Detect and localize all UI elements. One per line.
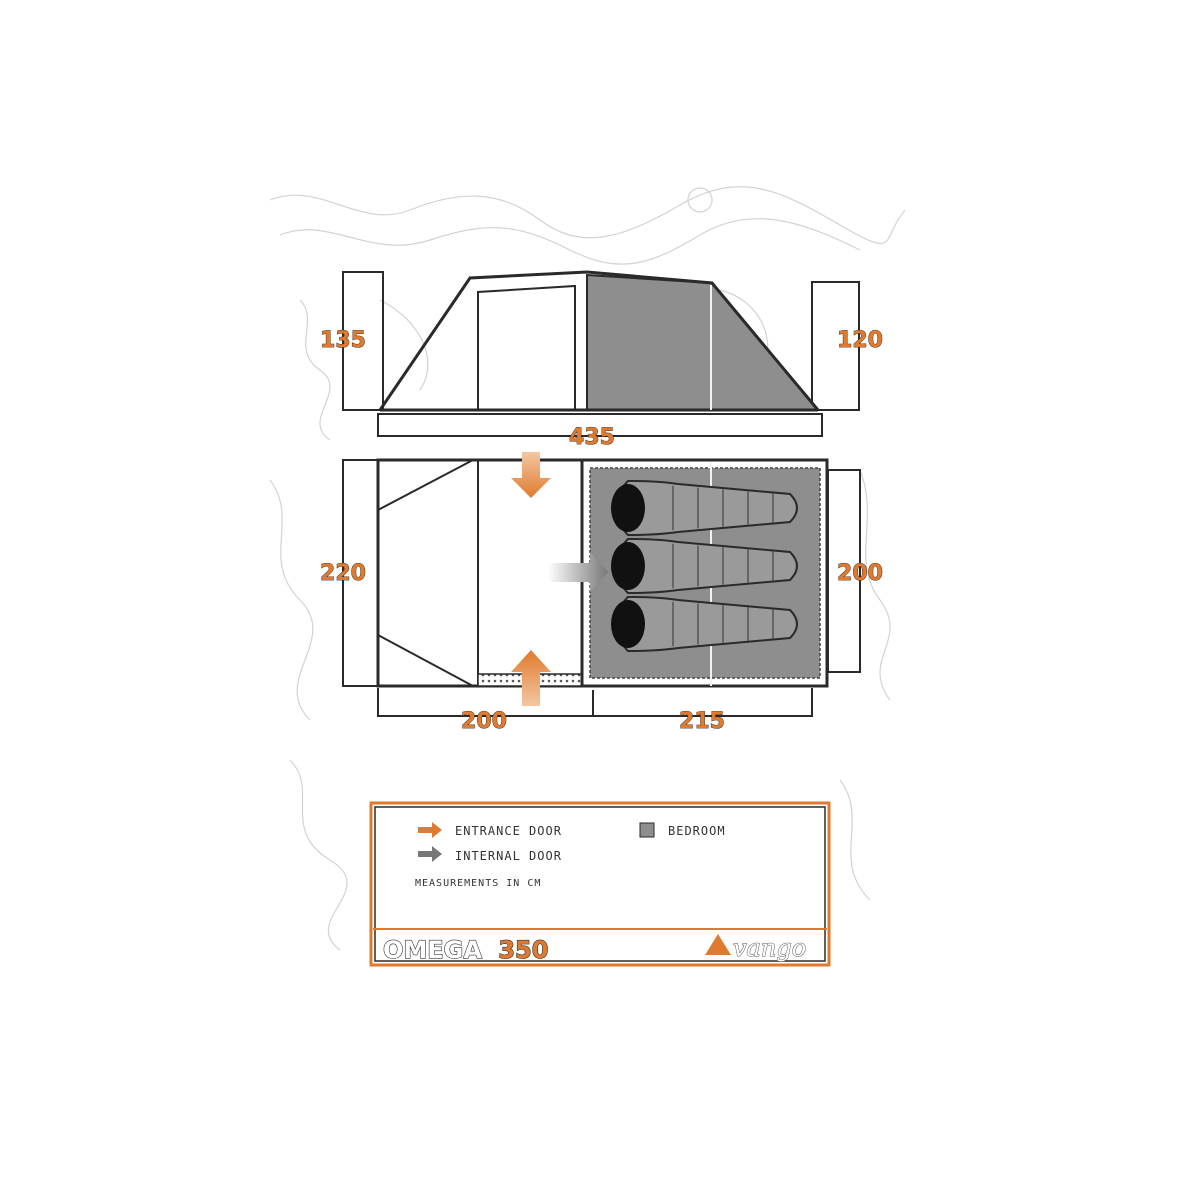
width-left-label: 220 xyxy=(320,561,366,586)
sleeping-bags xyxy=(611,479,798,653)
measurements-note: MEASUREMENTS IN CM xyxy=(415,878,541,889)
sleeping-bag-head xyxy=(611,600,645,648)
vango-logo-icon xyxy=(705,934,731,955)
height-left-label: 135 xyxy=(320,328,366,353)
side-tent-outline xyxy=(378,270,820,411)
legend-box: ENTRANCE DOOR INTERNAL DOOR MEASUREMENTS… xyxy=(369,801,831,967)
internal-door-legend-icon xyxy=(418,846,442,862)
porch-outline xyxy=(377,459,474,687)
plan-view: 220 200 xyxy=(320,452,883,706)
side-bedroom-panel xyxy=(586,273,821,411)
brand-logo-text: vango xyxy=(733,934,806,962)
sleeping-bag-head xyxy=(611,484,645,532)
overall-length-label: 435 xyxy=(569,425,615,450)
overall-length-dimension: 435 xyxy=(377,413,823,450)
model-number: 350 xyxy=(498,936,548,964)
height-frame-left xyxy=(342,271,384,411)
entrance-door-arrow-bottom xyxy=(511,650,551,706)
entrance-door-legend-icon xyxy=(418,822,442,838)
entrance-door-legend-label: ENTRANCE DOOR xyxy=(455,824,562,838)
bedroom-legend-icon xyxy=(639,822,655,838)
height-frame-right xyxy=(811,281,860,411)
section-length-dimensions: 200 215 xyxy=(377,688,813,734)
side-door-outline xyxy=(477,284,576,410)
bedroom-legend-label: BEDROOM xyxy=(668,824,726,838)
height-right-label: 120 xyxy=(837,328,883,353)
width-right-label: 200 xyxy=(837,561,883,586)
model-name-text: OMEGA xyxy=(383,936,482,964)
internal-door-legend-label: INTERNAL DOOR xyxy=(455,849,562,863)
side-view: 135 120 xyxy=(320,270,883,412)
bedroom-length-label: 215 xyxy=(679,709,725,734)
internal-door-arrow xyxy=(548,552,608,592)
entrance-door-arrow-top xyxy=(511,452,551,498)
sleeping-bag-head xyxy=(611,542,645,590)
model-name: OMEGA 350 xyxy=(383,936,548,964)
living-length-label: 200 xyxy=(461,709,507,734)
